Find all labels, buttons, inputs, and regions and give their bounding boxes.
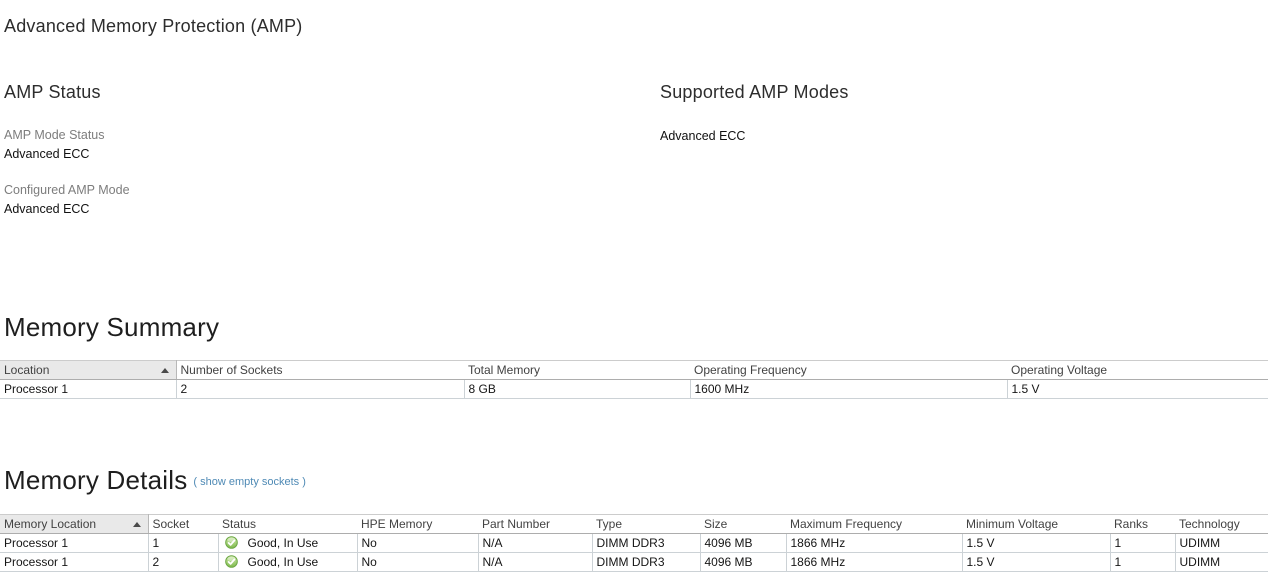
page-title: Advanced Memory Protection (AMP)	[4, 16, 303, 36]
table-row: Processor 1 2 8 GB 1600 MHz 1.5 V	[0, 379, 1268, 399]
status-text: Good, In Use	[247, 536, 319, 550]
column-header-technology[interactable]: Technology	[1175, 514, 1268, 534]
column-header-part-number[interactable]: Part Number	[478, 514, 592, 534]
column-header-status[interactable]: Status	[218, 514, 357, 534]
cell-min-voltage: 1.5 V	[962, 533, 1111, 553]
amp-status-heading: AMP Status	[4, 82, 101, 102]
cell-operating-frequency: 1600 MHz	[690, 379, 1008, 399]
cell-socket: 1	[148, 533, 219, 553]
cell-ranks: 1	[1110, 552, 1176, 572]
details-header-row: Memory Location Socket Status HPE Memory…	[0, 514, 1268, 534]
status-text: Good, In Use	[247, 555, 319, 569]
cell-sockets: 2	[176, 379, 465, 399]
summary-header-row: Location Number of Sockets Total Memory …	[0, 360, 1268, 380]
cell-socket: 2	[148, 552, 219, 572]
cell-ranks: 1	[1110, 533, 1176, 553]
memory-summary-table: Location Number of Sockets Total Memory …	[0, 360, 1268, 399]
table-row: Processor 1 2 Good, In Use No N/A DIMM D…	[0, 552, 1268, 572]
cell-max-frequency: 1866 MHz	[786, 552, 963, 572]
cell-status: Good, In Use	[218, 552, 358, 572]
column-header-type[interactable]: Type	[592, 514, 700, 534]
link-paren-open: (	[193, 476, 198, 488]
column-header-memory-location[interactable]: Memory Location	[0, 514, 149, 534]
column-header-number-of-sockets[interactable]: Number of Sockets	[176, 360, 464, 380]
cell-hpe-memory: No	[357, 552, 479, 572]
cell-memory-location: Processor 1	[0, 552, 149, 572]
configured-amp-mode-label: Configured AMP Mode	[4, 183, 130, 197]
cell-status: Good, In Use	[218, 533, 358, 553]
column-header-ranks[interactable]: Ranks	[1110, 514, 1175, 534]
cell-hpe-memory: No	[357, 533, 479, 553]
cell-technology: UDIMM	[1175, 533, 1268, 553]
cell-memory-location: Processor 1	[0, 533, 149, 553]
amp-mode-status-value: Advanced ECC	[4, 147, 90, 161]
column-header-location[interactable]: Location	[0, 360, 177, 380]
link-paren-close: )	[302, 476, 306, 488]
supported-amp-modes-heading: Supported AMP Modes	[660, 82, 849, 102]
column-header-maximum-frequency[interactable]: Maximum Frequency	[786, 514, 962, 534]
cell-technology: UDIMM	[1175, 552, 1268, 572]
memory-details-table: Memory Location Socket Status HPE Memory…	[0, 514, 1268, 572]
amp-mode-status-label: AMP Mode Status	[4, 128, 105, 142]
configured-amp-mode-value: Advanced ECC	[4, 202, 90, 216]
cell-size: 4096 MB	[700, 552, 787, 572]
sort-ascending-icon	[132, 522, 141, 527]
cell-type: DIMM DDR3	[592, 552, 701, 572]
link-label: show empty sockets	[200, 476, 300, 488]
status-ok-icon	[224, 555, 238, 568]
column-header-operating-frequency[interactable]: Operating Frequency	[690, 360, 1007, 380]
column-header-minimum-voltage[interactable]: Minimum Voltage	[962, 514, 1110, 534]
cell-location: Processor 1	[0, 379, 177, 399]
column-header-hpe-memory[interactable]: HPE Memory	[357, 514, 478, 534]
column-header-label: Location	[4, 363, 50, 377]
memory-details-heading: Memory Details	[4, 465, 188, 495]
cell-size: 4096 MB	[700, 533, 787, 553]
table-row: Processor 1 1 Good, In Use No N/A DIMM D…	[0, 533, 1268, 553]
memory-summary-heading: Memory Summary	[4, 312, 220, 342]
cell-type: DIMM DDR3	[592, 533, 701, 553]
sort-ascending-icon	[160, 368, 169, 373]
cell-max-frequency: 1866 MHz	[786, 533, 963, 553]
supported-amp-mode-value: Advanced ECC	[660, 129, 746, 143]
cell-min-voltage: 1.5 V	[962, 552, 1111, 572]
show-empty-sockets-link[interactable]: ( show empty sockets )	[193, 476, 306, 488]
cell-total-memory: 8 GB	[464, 379, 691, 399]
cell-part-number: N/A	[478, 552, 593, 572]
status-ok-icon	[224, 536, 238, 549]
column-header-operating-voltage[interactable]: Operating Voltage	[1007, 360, 1268, 380]
column-header-label: Memory Location	[4, 517, 97, 531]
column-header-size[interactable]: Size	[700, 514, 786, 534]
column-header-total-memory[interactable]: Total Memory	[464, 360, 690, 380]
column-header-socket[interactable]: Socket	[148, 514, 218, 534]
cell-operating-voltage: 1.5 V	[1007, 379, 1268, 399]
cell-part-number: N/A	[478, 533, 593, 553]
